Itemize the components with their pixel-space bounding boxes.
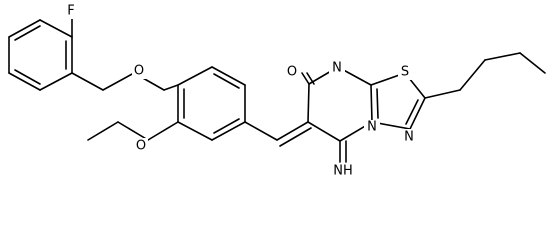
ring-nitrogen-thiadiazole-label: N (404, 130, 414, 145)
carbonyl-oxygen-label: O (287, 65, 297, 80)
ring-nitrogen-bridge-label-bg (364, 120, 380, 135)
ether-oxygen-benzyl-label: O (134, 64, 144, 79)
ring-nitrogen-top-label: N (332, 61, 342, 76)
carbonyl-oxygen-label-bg (284, 64, 300, 80)
atom-labels: F O O O N S N N NH (64, 4, 417, 179)
ether-oxygen-ethoxy-label-bg (134, 138, 148, 154)
structure-diagram: F O O O N S N N NH (8, 4, 546, 179)
ether-oxygen-benzyl-label-bg (132, 63, 146, 79)
imine-label: NH (333, 164, 353, 179)
fluorine-label-bg (64, 4, 78, 19)
ring-nitrogen-top-label-bg (329, 61, 345, 76)
ether-oxygen-ethoxy-label: O (136, 139, 146, 154)
sulfur-label-bg (398, 65, 413, 80)
ring-nitrogen-bridge-label: N (367, 120, 377, 135)
sulfur-label: S (401, 65, 409, 80)
bond-lines (8, 17, 546, 163)
imine-label-bg (332, 163, 354, 179)
fluorine-label: F (67, 4, 74, 19)
ring-nitrogen-thiadiazole-label-bg (401, 129, 417, 145)
